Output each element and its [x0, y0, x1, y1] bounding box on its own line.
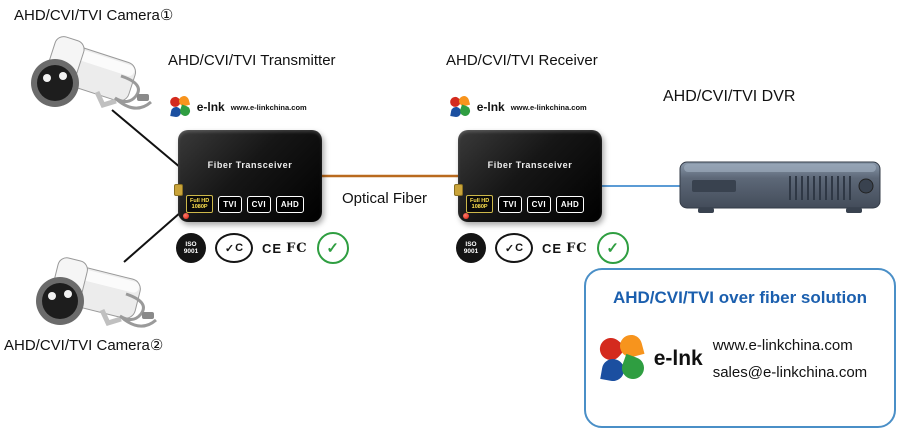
optical-fiber-label: Optical Fiber: [342, 190, 428, 207]
ctick-icon: ✓C: [495, 233, 533, 263]
dvr-label: AHD/CVI/TVI DVR: [663, 88, 796, 105]
website-text: www.e-linkchina.com: [230, 102, 307, 112]
camera1-label: AHD/CVI/TVI Camera①: [14, 7, 174, 24]
brand-text: e-lnk: [653, 347, 703, 370]
receiver-label: AHD/CVI/TVI Receiver: [446, 52, 598, 69]
port-tvi: TVI: [218, 195, 242, 213]
transmitter-logo-row: e-lnk www.e-linkchina.com: [167, 94, 307, 119]
ctick-icon: ✓C: [215, 233, 253, 263]
device-title: Fiber Transceiver: [207, 160, 293, 170]
power-led-icon: [183, 213, 189, 219]
brand-text: e-lnk: [196, 100, 225, 115]
brand-text: e-lnk: [476, 100, 505, 115]
port-tvi: TVI: [498, 195, 522, 213]
device-title: Fiber Transceiver: [487, 160, 573, 170]
quality-check-icon: ✓: [596, 232, 629, 264]
camera2-label: AHD/CVI/TVI Camera②: [4, 337, 164, 354]
website-text: www.e-linkchina.com: [510, 102, 587, 112]
elink-logo-icon: [447, 94, 473, 119]
quality-check-icon: ✓: [316, 232, 349, 264]
solution-logo-row: e-lnk www.e-linkchina.com sales@e-linkch…: [595, 332, 867, 386]
receiver-logo-row: e-lnk www.e-linkchina.com: [447, 94, 587, 119]
port-ahd: AHD: [275, 195, 305, 213]
port-cvi: CVI: [246, 195, 271, 213]
fiber-connector-icon: [454, 184, 463, 196]
elink-logo-icon: [595, 332, 647, 383]
solution-info-box: AHD/CVI/TVI over fiber solution e-lnk ww…: [584, 268, 896, 428]
power-led-icon: [463, 213, 469, 219]
fiber-connector-icon: [174, 184, 183, 196]
port-ahd: AHD: [555, 195, 585, 213]
port-cvi: CVI: [526, 195, 551, 213]
elink-logo-icon: [167, 94, 193, 119]
solution-title: AHD/CVI/TVI over fiber solution: [612, 288, 868, 307]
solution-email: sales@e-linkchina.com: [712, 364, 868, 381]
transmitter-label: AHD/CVI/TVI Transmitter: [168, 52, 336, 69]
dvr-illustration: [679, 161, 881, 213]
camera2-illustration: [36, 257, 157, 328]
solution-contacts: www.e-linkchina.com sales@e-linkchina.co…: [713, 332, 867, 386]
solution-website: www.e-linkchina.com: [712, 337, 853, 354]
camera1-illustration: [31, 36, 152, 110]
